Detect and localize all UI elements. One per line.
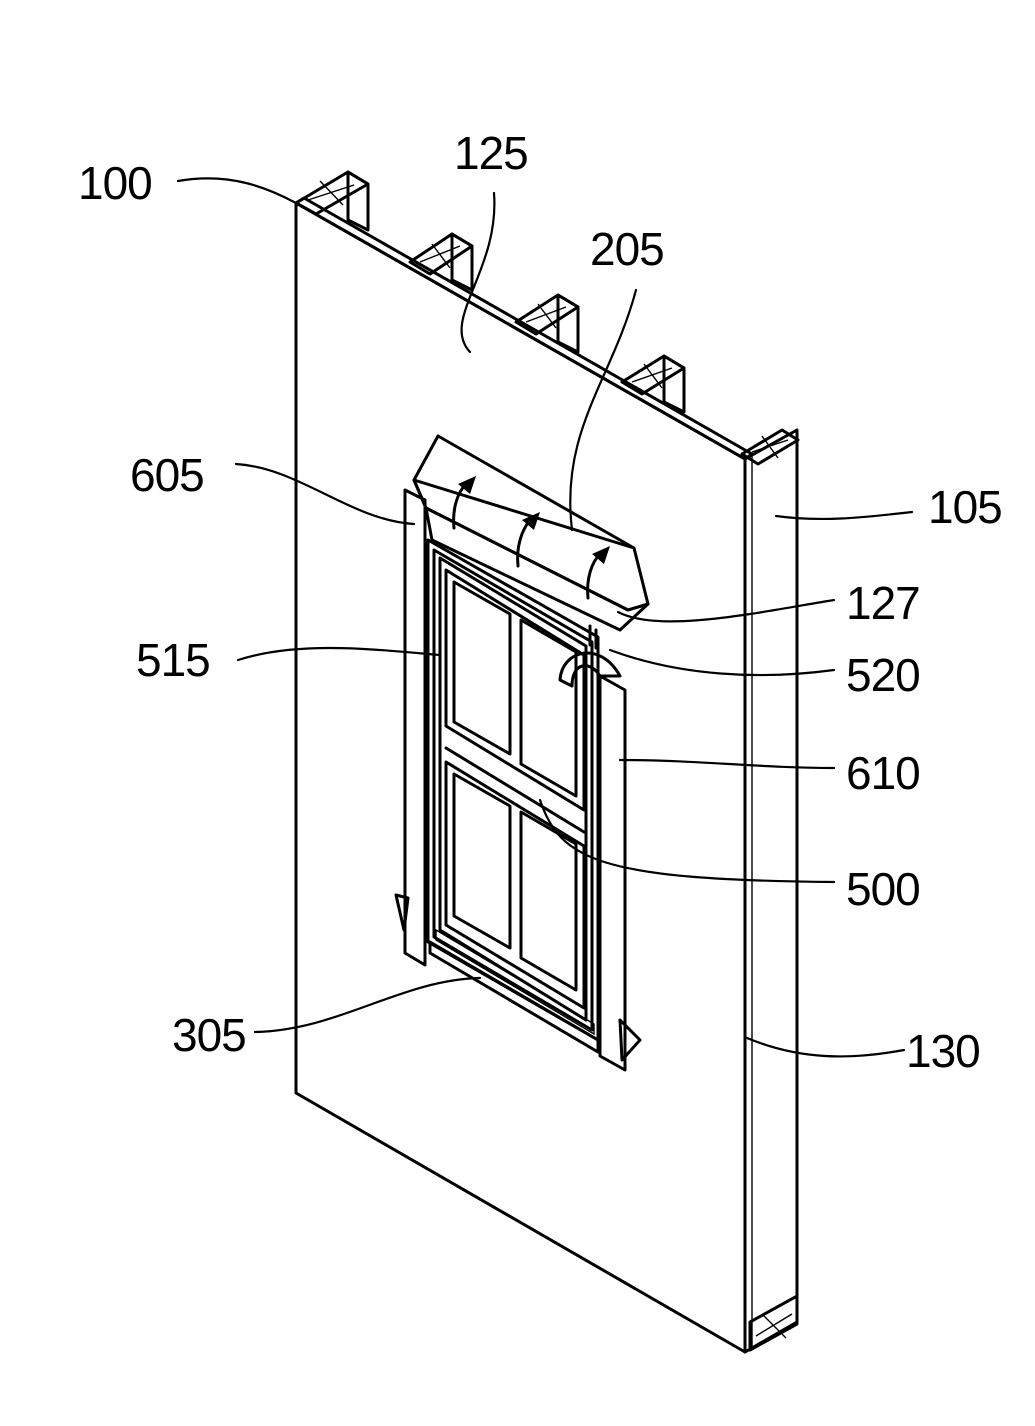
wall-panel-face — [296, 203, 745, 1352]
window — [428, 540, 598, 1040]
stud-2 — [410, 234, 472, 290]
ref-105-label: 105 — [928, 484, 1002, 530]
left-jamb-flashing — [405, 490, 425, 965]
ref-127-label: 127 — [846, 580, 920, 626]
ref-515-label: 515 — [136, 637, 210, 683]
ref-205-label: 205 — [590, 226, 664, 272]
ref-500-label: 500 — [846, 866, 920, 912]
ref-610-label: 610 — [846, 750, 920, 796]
stud-tops — [296, 172, 798, 464]
ref-605-label: 605 — [130, 452, 204, 498]
ref-125-label: 125 — [454, 130, 528, 176]
ref-130-label: 130 — [906, 1028, 980, 1074]
ref-520-label: 520 — [846, 652, 920, 698]
head-flashing — [414, 436, 648, 630]
leader-lines — [178, 178, 912, 1056]
wall-panel-side-edge — [745, 430, 797, 1352]
ref-305-label: 305 — [172, 1012, 246, 1058]
ref-100-label: 100 — [78, 160, 152, 206]
stud-bottom — [750, 1296, 797, 1350]
right-jamb-flashing — [600, 676, 625, 1070]
